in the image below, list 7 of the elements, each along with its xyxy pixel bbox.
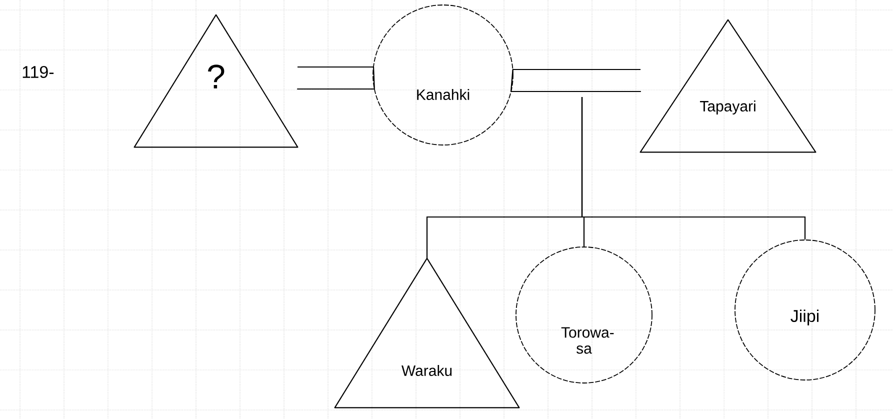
male-triangle: Tapayari (640, 19, 816, 153)
descent-line (581, 97, 806, 240)
case-number: 119- (22, 66, 54, 78)
male-triangle: ? (134, 14, 298, 148)
male-triangle: Waraku (334, 258, 520, 408)
marriage-line (296, 66, 375, 90)
marriage-line (510, 68, 642, 92)
